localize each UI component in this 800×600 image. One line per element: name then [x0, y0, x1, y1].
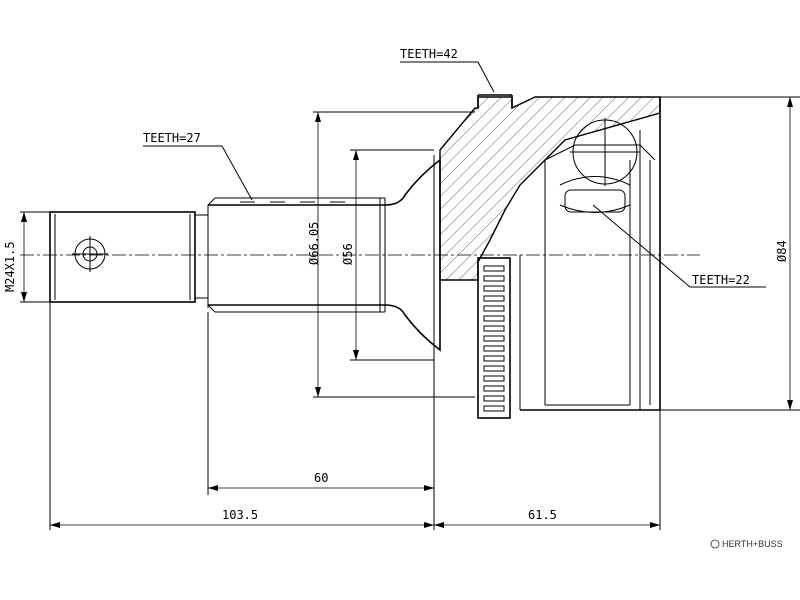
dim-len-60: [207, 312, 435, 530]
abs-ring-tooth: [483, 365, 505, 372]
brand-logo: HERTH+BUSS: [710, 539, 783, 549]
label-teeth-42: TEETH=42: [400, 47, 458, 61]
leader-teeth-27: [143, 145, 253, 201]
label-dia-56: Ø56: [341, 243, 355, 265]
abs-tone-ring: [477, 257, 511, 419]
outer-bell-housing: [439, 94, 661, 411]
abs-ring-tooth: [483, 265, 505, 272]
leader-teeth-42: [400, 61, 495, 93]
abs-ring-tooth: [483, 395, 505, 402]
abs-ring-tooth: [483, 325, 505, 332]
label-dia-84: Ø84: [775, 240, 789, 262]
abs-ring-tooth: [483, 405, 505, 412]
dim-dia-84: [660, 96, 800, 411]
abs-ring-tooth: [483, 315, 505, 322]
ball-cage: [544, 118, 656, 213]
dim-thread: [20, 211, 50, 303]
label-thread: M24X1.5: [3, 241, 17, 292]
abs-ring-tooth: [483, 355, 505, 362]
abs-ring-tooth: [483, 385, 505, 392]
abs-ring-tooth: [483, 275, 505, 282]
dim-dia-6605: [313, 111, 475, 398]
label-teeth-27: TEETH=27: [143, 131, 201, 145]
label-dia-6605: Ø66.05: [307, 222, 321, 265]
label-len-60: 60: [314, 471, 328, 485]
dim-dia-56: [350, 149, 434, 361]
abs-ring-tooth: [483, 345, 505, 352]
label-len-615: 61.5: [528, 508, 557, 522]
brand-text: HERTH+BUSS: [722, 539, 783, 549]
label-teeth-22: TEETH=22: [692, 273, 750, 287]
splined-shaft: [207, 197, 386, 313]
dim-len-615: [434, 410, 661, 530]
abs-ring-tooth: [483, 375, 505, 382]
leader-teeth-22: [592, 204, 766, 288]
dim-len-1035: [49, 302, 434, 530]
threaded-stub: [49, 205, 209, 308]
abs-ring-tooth: [483, 295, 505, 302]
abs-ring-tooth: [483, 285, 505, 292]
abs-ring-tooth: [483, 305, 505, 312]
abs-ring-tooth: [483, 335, 505, 342]
label-len-1035: 103.5: [222, 508, 258, 522]
